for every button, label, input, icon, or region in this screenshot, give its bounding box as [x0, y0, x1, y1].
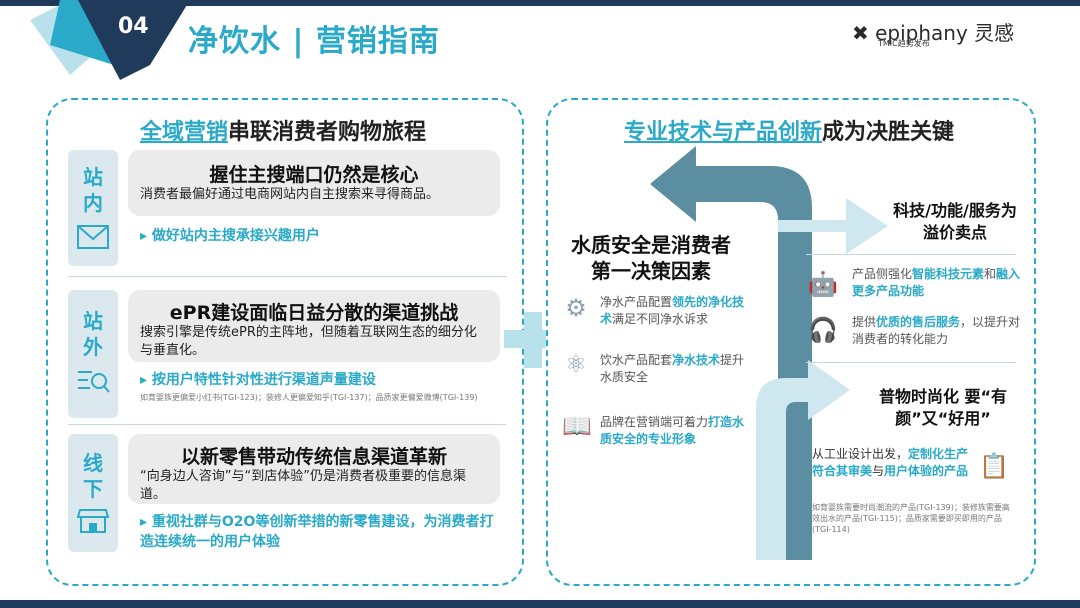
heading-onsite: 握住主搜端口仍然是核心 — [209, 164, 419, 186]
bullet-onsite: ▸ 做好站内主搜承接兴趣用户 — [140, 228, 320, 244]
body-onsite: 消费者最偏好通过电商网站内自主搜索来寻得商品。 — [140, 187, 440, 202]
divider — [68, 276, 506, 277]
store-icon — [76, 509, 110, 533]
robot-icon: 🤖 — [808, 270, 838, 298]
heading-box-offsite — [128, 290, 500, 362]
checklist-icon: 📋 — [979, 452, 1009, 480]
tag-offsite: 站外 — [68, 290, 118, 418]
note-offsite: 如育婴族更偏爱小红书(TGI-123)；装修人更偏爱知乎(TGI-137)；品质… — [140, 393, 478, 402]
section-number: 04 — [118, 14, 149, 39]
header-decoration — [30, 0, 190, 80]
bullet-offsite: ▸ 按用户特性针对性进行渠道声量建设 — [140, 372, 376, 388]
top-bar — [0, 0, 1080, 6]
divider — [806, 254, 1016, 255]
tag-offline: 线下 — [68, 434, 118, 552]
heading-offsite: ePR建设面临日益分散的渠道挑战 — [169, 302, 459, 324]
body-offsite: 搜索引擎是传统ePR的主阵地，但随着互联网生态的细分化与垂直化。 — [140, 325, 477, 358]
center-heading: 水质安全是消费者第一决策因素 — [571, 233, 731, 283]
page-title: 净饮水 | 营销指南 — [188, 24, 440, 59]
bottom-text: 从工业设计出发，定制化生产符合其审美与用户体验的产品 — [812, 447, 969, 478]
divider — [68, 424, 506, 425]
bullet-offline: ▸ 重视社群与O2O等创新举措的新零售建设，为消费者打造连续统一的用户体验 — [140, 514, 494, 550]
service-icon: 🎧 — [808, 316, 838, 344]
top-item-2: 提供优质的售后服务，以提升对消费者的转化能力 — [852, 315, 1021, 346]
book-icon: 📖 — [562, 412, 592, 440]
top-right-heading: 科技/功能/服务为溢价卖点 — [893, 201, 1017, 242]
atom-icon: ⚛ — [565, 350, 587, 378]
heading-box-onsite — [128, 150, 500, 216]
body-offline: “向身边人咨询”与“到店体验”仍是消费者极重要的信息渠道。 — [140, 469, 466, 502]
divider — [806, 362, 1016, 363]
right-panel-title: 专业技术与产品创新成为决胜关键 — [623, 120, 955, 145]
tag-onsite: 站内 — [68, 150, 118, 266]
search-list-icon — [78, 371, 110, 393]
brand-sub: TMIC趋势发布 — [878, 39, 930, 48]
left-panel-title: 全域营销串联消费者购物旅程 — [139, 120, 427, 145]
bottom-right-heading: 普物时尚化 要“有颜”又“好用” — [878, 387, 1008, 428]
bottom-bar — [0, 600, 1080, 608]
heading-offline: 以新零售带动传统信息渠道革新 — [180, 446, 447, 468]
gear-doc-icon: ⚙ — [565, 294, 587, 322]
envelope-icon — [77, 225, 109, 249]
center-item-1: 净水产品配置领先的净化技术满足不同净水诉求 — [600, 295, 745, 326]
heading-box-offline — [128, 434, 500, 504]
center-item-2: 饮水产品配套净水技术提升水质安全 — [600, 353, 745, 384]
brand-logo: ✖ epiphany 灵感 — [852, 21, 1015, 45]
center-item-3: 品牌在营销端可着力打造水质安全的专业形象 — [600, 415, 745, 446]
bottom-note: 如育婴族需要时尚潮流的产品(TGI-139)；装修族需要高效出水的产品(TGI-… — [812, 503, 1010, 534]
flow-arrows — [650, 146, 888, 560]
top-item-1: 产品侧强化智能科技元素和融入更多产品功能 — [852, 267, 1021, 298]
